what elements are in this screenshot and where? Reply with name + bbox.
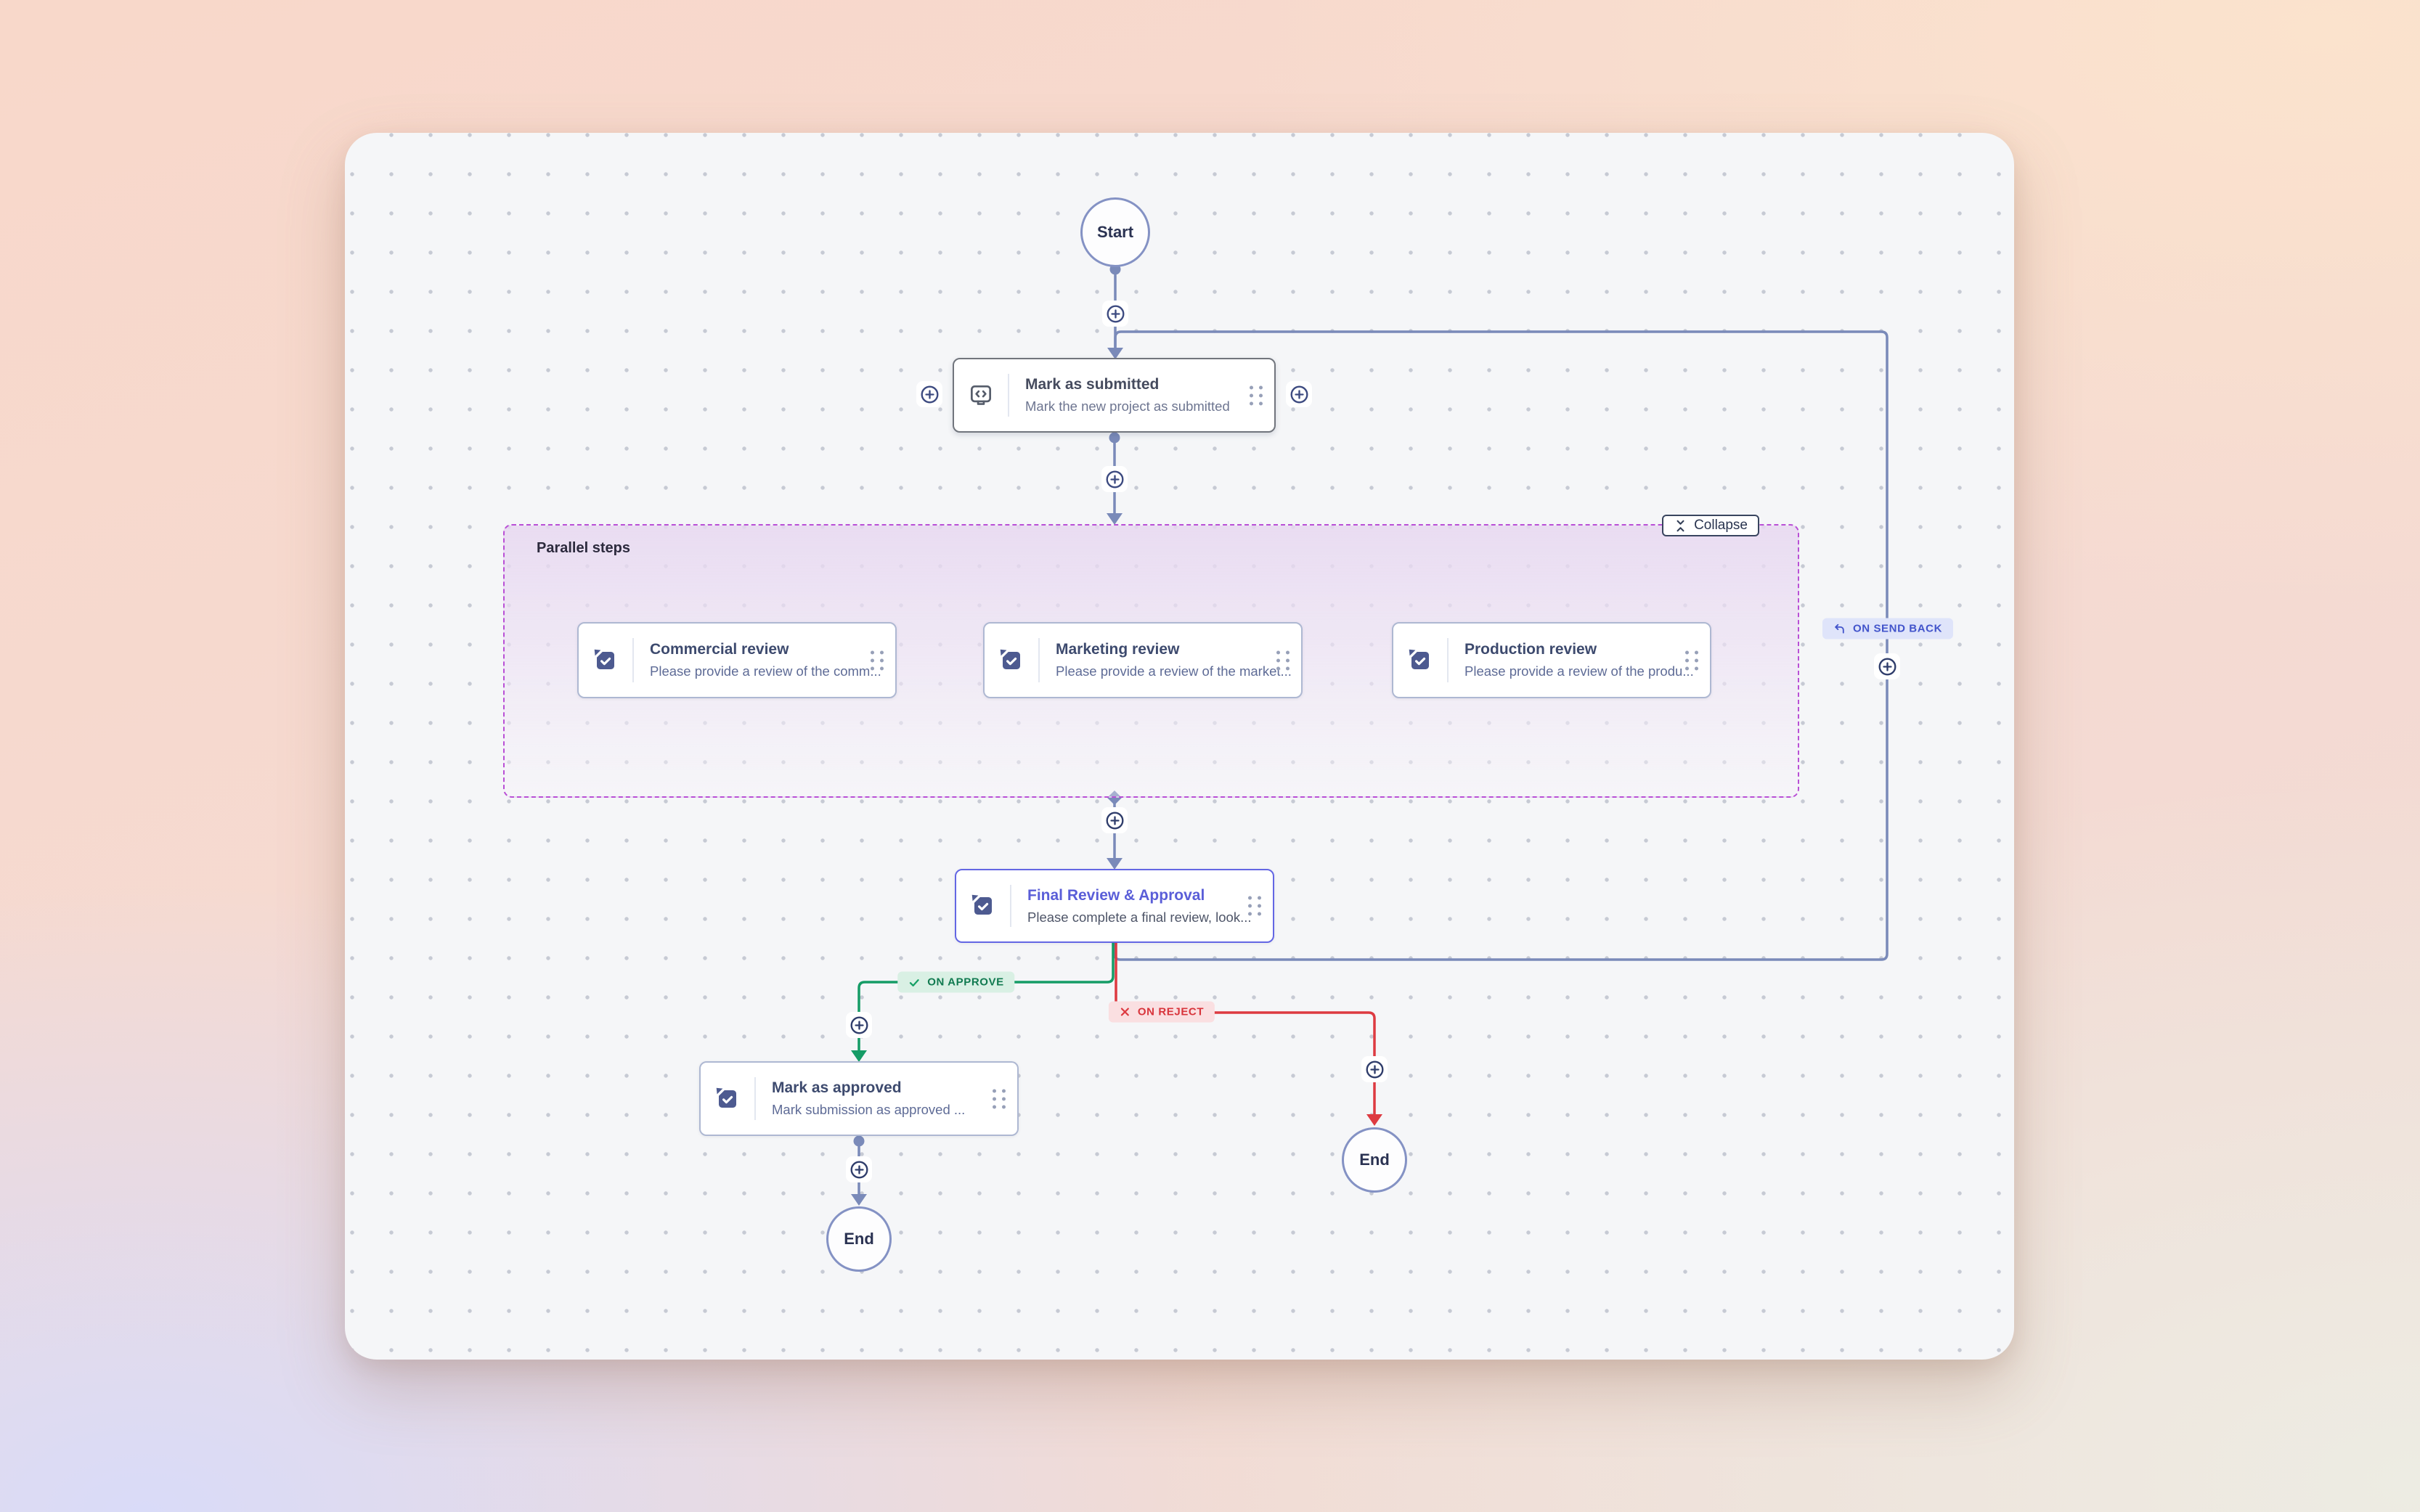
- clipboard-check-icon: [579, 647, 632, 674]
- on-send-back-badge[interactable]: ON SEND BACK: [1822, 618, 1954, 639]
- workflow-canvas[interactable]: Start Mark as submitted Mark the new pro…: [345, 133, 2014, 1360]
- node-subtitle: Please provide a review of the produ...: [1464, 663, 1694, 679]
- return-arrow-icon: [1833, 623, 1846, 635]
- parallel-steps-label: Parallel steps: [537, 540, 630, 556]
- node-production-review[interactable]: Production review Please provide a revie…: [1392, 622, 1711, 698]
- divider: [1038, 638, 1040, 682]
- end-label: End: [1359, 1151, 1390, 1169]
- node-subtitle: Please provide a review of the comm...: [650, 663, 881, 679]
- drag-handle-icon[interactable]: [1248, 896, 1261, 916]
- divider: [754, 1077, 756, 1120]
- edge-on-reject: [1115, 943, 1376, 1123]
- start-label: Start: [1096, 223, 1134, 241]
- collapse-label: Collapse: [1694, 518, 1748, 533]
- divider: [1010, 885, 1011, 927]
- collapse-icon: [1674, 519, 1687, 533]
- add-step-button[interactable]: [1101, 807, 1128, 833]
- divider: [1447, 638, 1449, 682]
- on-reject-badge[interactable]: ON REJECT: [1108, 1001, 1215, 1023]
- node-title: Commercial review: [650, 641, 789, 658]
- node-subtitle: Please provide a review of the market...: [1056, 663, 1292, 679]
- edge-send-back: [1113, 330, 1889, 961]
- node-title: Production review: [1464, 641, 1597, 658]
- node-title: Mark as approved: [772, 1079, 902, 1096]
- divider: [632, 638, 634, 682]
- parallel-steps-group[interactable]: Parallel steps Collapse Commercial revie…: [503, 515, 1799, 798]
- add-step-button[interactable]: [1101, 466, 1128, 492]
- node-final-review-approval[interactable]: Final Review & Approval Please complete …: [955, 869, 1274, 943]
- drag-handle-icon[interactable]: [993, 1089, 1006, 1108]
- check-icon: [908, 976, 920, 988]
- clipboard-check-icon: [985, 647, 1038, 674]
- clipboard-check-icon: [956, 893, 1010, 919]
- end-node-approved[interactable]: End: [826, 1206, 892, 1272]
- end-label: End: [844, 1230, 874, 1248]
- node-mark-as-approved[interactable]: Mark as approved Mark submission as appr…: [699, 1061, 1019, 1136]
- node-title: Final Review & Approval: [1027, 886, 1205, 904]
- drag-handle-icon[interactable]: [1250, 385, 1263, 405]
- divider: [1008, 374, 1009, 417]
- add-step-button[interactable]: [916, 381, 942, 407]
- add-step-button[interactable]: [1874, 653, 1900, 679]
- drag-handle-icon[interactable]: [871, 650, 884, 670]
- edge-on-approve: [857, 943, 1115, 1059]
- node-commercial-review[interactable]: Commercial review Please provide a revie…: [577, 622, 897, 698]
- node-subtitle: Mark the new project as submitted: [1025, 399, 1230, 414]
- node-subtitle: Mark submission as approved ...: [772, 1102, 966, 1117]
- add-step-button[interactable]: [846, 1156, 872, 1182]
- node-title: Marketing review: [1056, 641, 1180, 658]
- end-node-rejected[interactable]: End: [1342, 1127, 1407, 1193]
- add-step-button[interactable]: [1361, 1056, 1388, 1082]
- drag-handle-icon[interactable]: [1685, 650, 1698, 670]
- start-node[interactable]: Start: [1080, 197, 1150, 267]
- on-send-back-label: ON SEND BACK: [1852, 622, 1943, 635]
- on-reject-label: ON REJECT: [1137, 1005, 1205, 1018]
- clipboard-check-icon: [1393, 647, 1447, 674]
- on-approve-label: ON APPROVE: [927, 976, 1004, 989]
- node-subtitle: Please complete a final review, look...: [1027, 909, 1252, 925]
- node-marketing-review[interactable]: Marketing review Please provide a review…: [983, 622, 1303, 698]
- node-mark-as-submitted[interactable]: Mark as submitted Mark the new project a…: [953, 358, 1276, 433]
- add-step-button[interactable]: [1102, 301, 1128, 327]
- on-approve-badge[interactable]: ON APPROVE: [897, 971, 1015, 993]
- drag-handle-icon[interactable]: [1276, 650, 1290, 670]
- x-icon: [1120, 1007, 1130, 1018]
- code-window-icon: [954, 382, 1008, 409]
- add-step-button[interactable]: [846, 1012, 872, 1038]
- clipboard-check-icon: [701, 1086, 754, 1112]
- collapse-button[interactable]: Collapse: [1662, 515, 1759, 536]
- add-step-button[interactable]: [1286, 381, 1312, 407]
- node-title: Mark as submitted: [1025, 376, 1160, 393]
